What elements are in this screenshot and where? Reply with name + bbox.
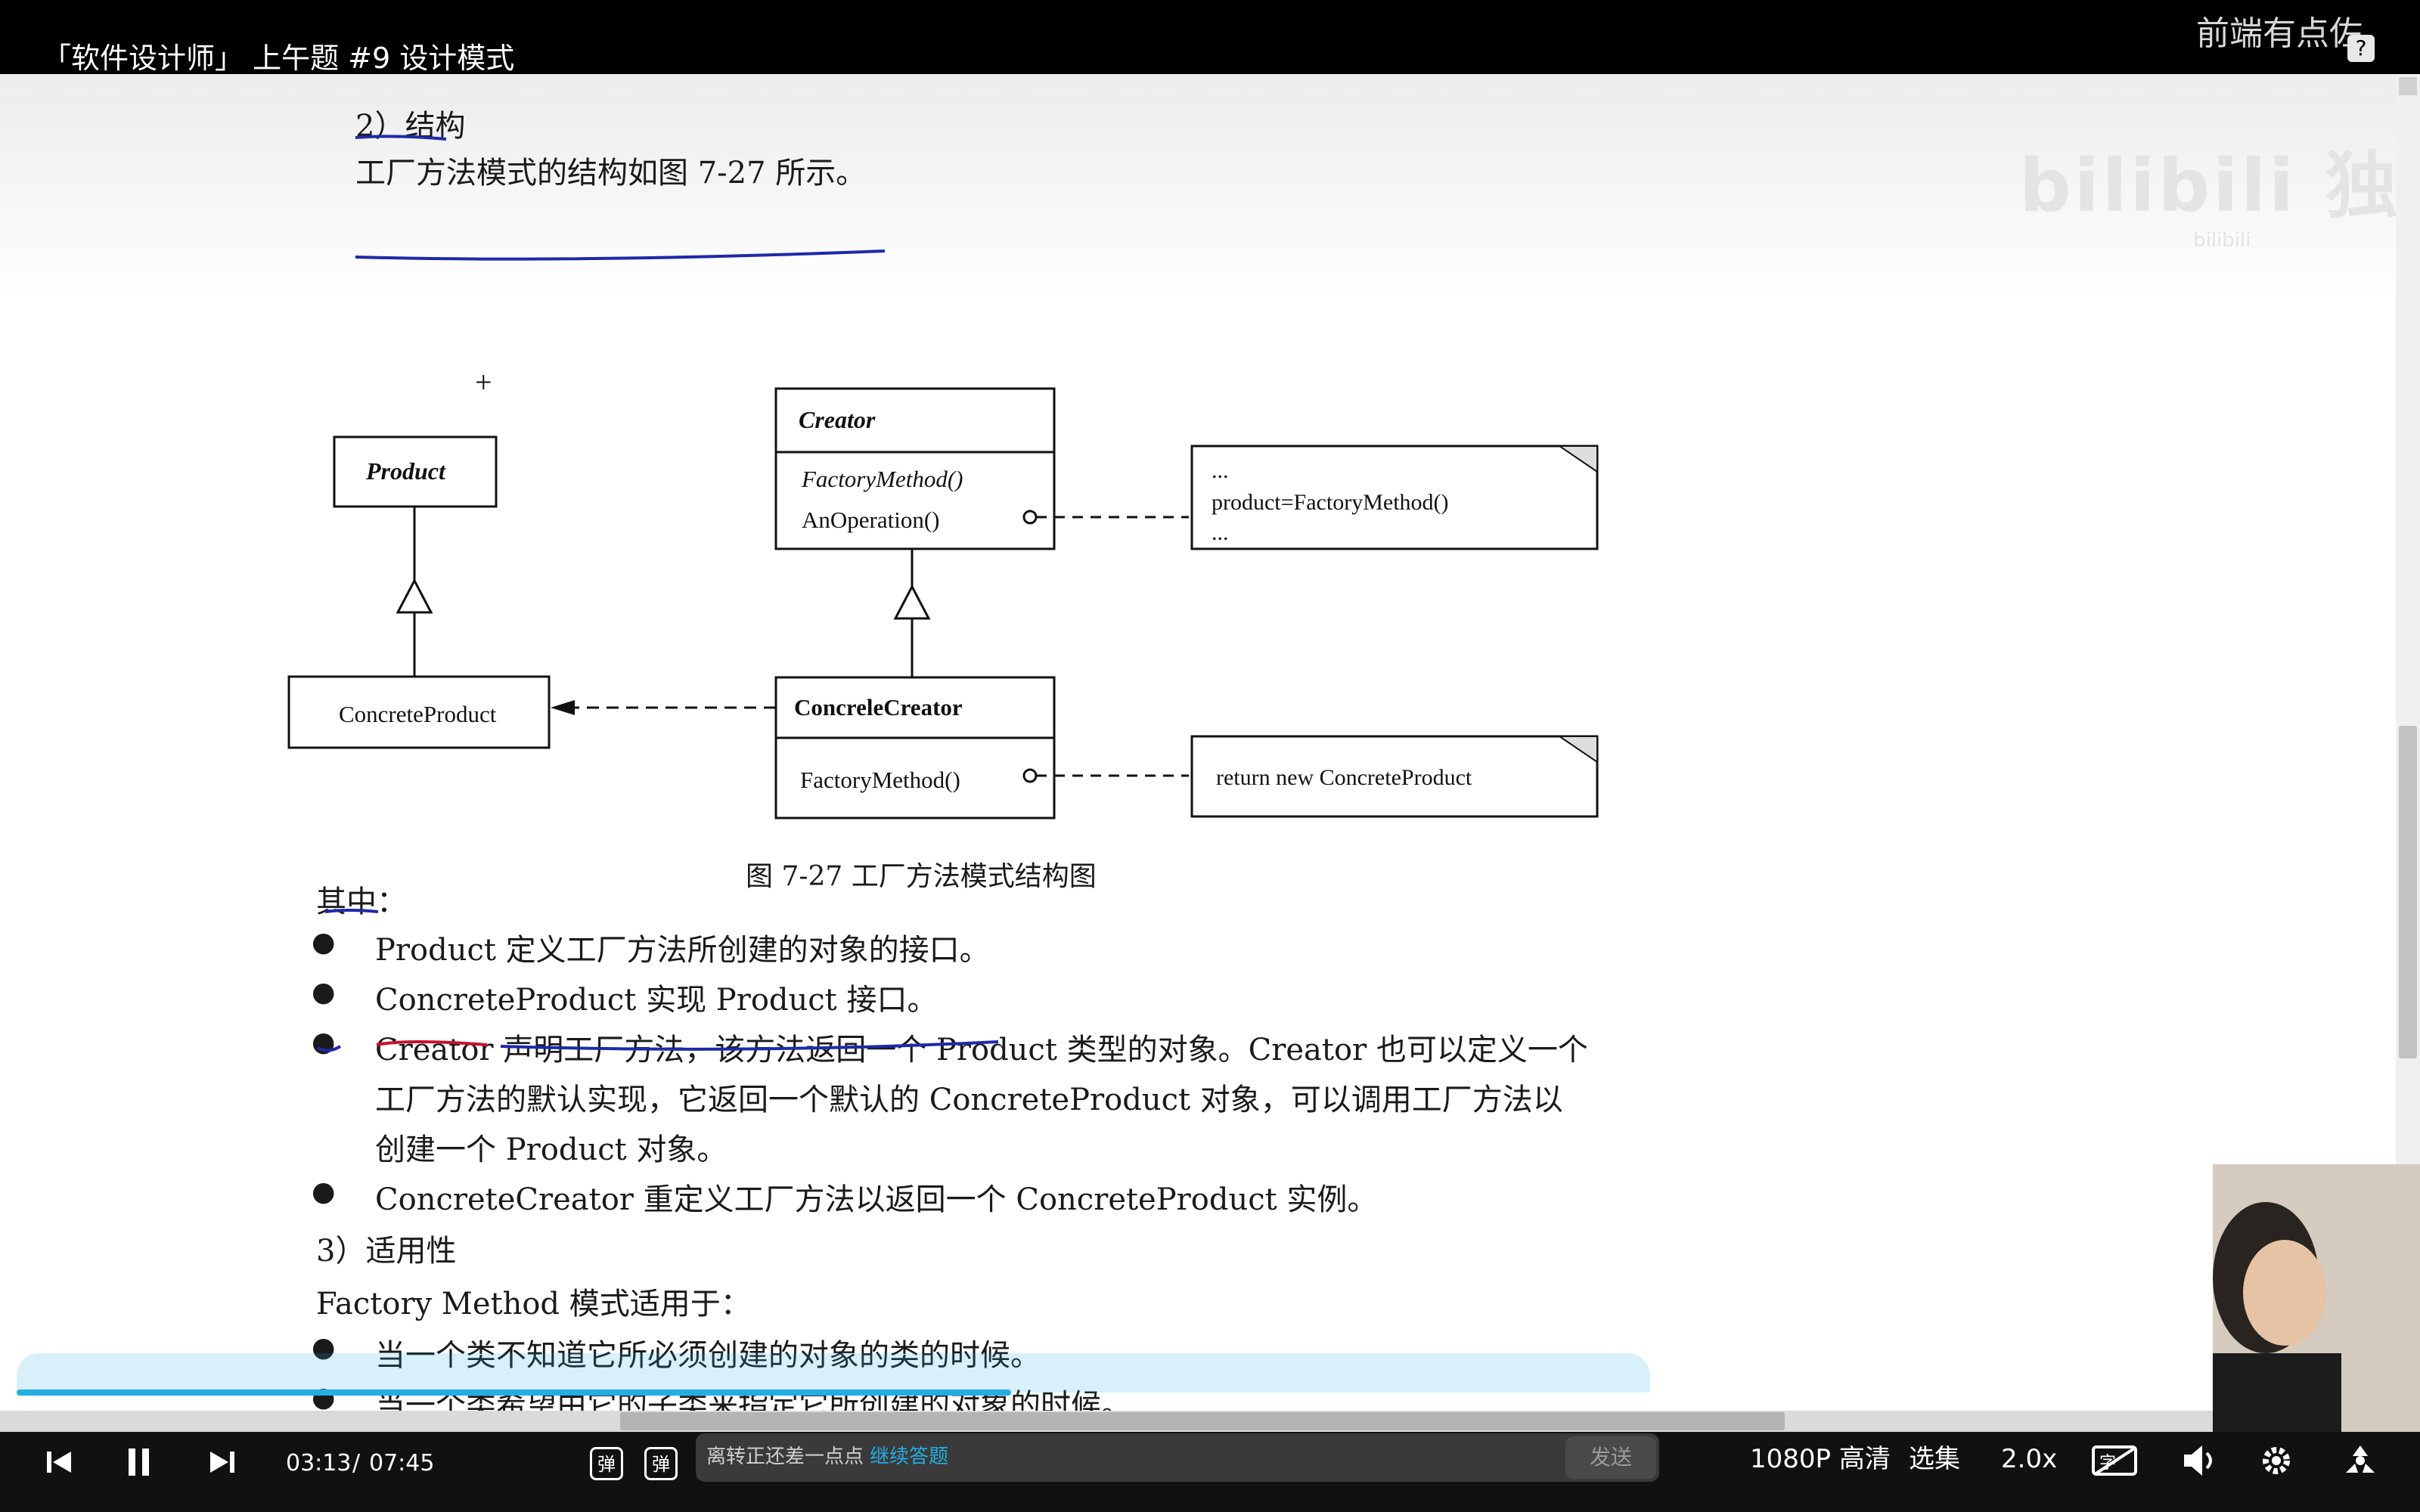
bullet-text-3c: 创建一个 Product 对象。 <box>375 1132 728 1167</box>
duration: 07:45 <box>369 1450 435 1476</box>
send-button[interactable]: 发送 <box>1565 1436 1656 1479</box>
quality-button[interactable]: 1080P 高清 <box>1750 1444 1891 1474</box>
settings-gear-icon[interactable] <box>2258 1442 2294 1479</box>
current-time: 03:13 <box>286 1450 352 1476</box>
bullet-text-2: ConcreteProduct 实现 Product 接口。 <box>375 983 938 1018</box>
among-label: 其中： <box>316 885 407 919</box>
bullet-text-1: Product 定义工厂方法所创建的对象的接口。 <box>375 933 990 968</box>
danmaku-settings-icon[interactable]: 弹 <box>644 1447 678 1480</box>
applicability-dot-2: ● <box>312 1382 336 1413</box>
crosshair-icon: + <box>475 365 492 399</box>
note-2-text: return new ConcreteProduct <box>1216 765 1472 790</box>
product-label: Product <box>365 457 446 485</box>
creator-inherit-arrow <box>893 584 931 620</box>
horizontal-scrollbar-thumb[interactable] <box>620 1412 1785 1430</box>
more-icon[interactable] <box>2341 1442 2379 1479</box>
help-icon[interactable]: ? <box>2347 35 2375 62</box>
presenter-silhouette <box>2213 1164 2420 1436</box>
uploader-name[interactable]: 前端有点佐 <box>2196 14 2363 53</box>
next-icon[interactable] <box>207 1447 237 1477</box>
danmaku-placeholder: 离转正还差一点点继续答题 <box>706 1445 949 1468</box>
danmaku-toggle-icon[interactable]: 弹 <box>590 1447 623 1480</box>
creator-label: Creator <box>799 406 876 433</box>
time-separator: / <box>352 1450 361 1476</box>
concrete-product-label: ConcreteProduct <box>339 701 497 727</box>
applicability-intro: Factory Method 模式适用于： <box>316 1287 751 1321</box>
section-applicability-heading: 3）适用性 <box>316 1234 457 1269</box>
danmaku-input[interactable] <box>696 1433 1659 1482</box>
scroll-up-arrow-icon[interactable] <box>2399 77 2417 95</box>
structure-sentence: 工厂方法模式的结构如图 7-27 所示。 <box>355 156 867 191</box>
pen-underlines-top <box>355 135 886 261</box>
concrete-creator-box <box>774 676 1056 820</box>
bilibili-watermark-sub: bilibili <box>2193 229 2251 252</box>
pen-underlines-bottom <box>317 909 999 1052</box>
creator-method-2: AnOperation() <box>802 507 940 533</box>
bullet-text-3b: 工厂方法的默认实现，它返回一个默认的 ConcreteProduct 对象，可以… <box>375 1083 1563 1117</box>
applicability-item-1: 当一个类不知道它所必须创建的对象的类的时候。 <box>375 1338 1041 1373</box>
presenter-camera <box>2213 1164 2420 1436</box>
note-1-box <box>1190 445 1599 550</box>
product-inherit-arrow <box>396 578 433 614</box>
bullet-text-3a: Creator 声明工厂方法，该方法返回一个 Product 类型的对象。Cre… <box>375 1033 1588 1067</box>
frame-shade <box>0 74 2396 301</box>
uml-diagram: + Product ConcreteProduct Creator Factor… <box>287 365 1599 820</box>
note-2-box <box>1190 735 1599 818</box>
concrete-creator-method: FactoryMethod() <box>800 767 960 793</box>
video-title-bar: 「软件设计师」 上午题 #9 设计模式 前端有点佐 ? <box>0 0 2420 75</box>
creator-box <box>774 387 1056 550</box>
volume-icon[interactable] <box>2181 1444 2219 1477</box>
note-1-line-3: ... <box>1212 520 1229 545</box>
video-title: 「软件设计师」 上午题 #9 设计模式 <box>42 42 515 75</box>
bullet-dot-3: ● <box>312 1027 336 1058</box>
bilibili-watermark: bilibili 独家 <box>2019 144 2396 228</box>
note-1-line-2: product=FactoryMethod() <box>1212 490 1449 515</box>
dependency-arrowhead <box>551 700 575 715</box>
episodes-button[interactable]: 选集 <box>1909 1444 1960 1474</box>
bullet-dot-2: ● <box>312 977 336 1008</box>
applicability-dot-1: ● <box>312 1332 336 1363</box>
subtitle-icon[interactable]: 字 <box>2092 1444 2139 1477</box>
svg-text:字: 字 <box>2099 1454 2116 1473</box>
creator-method-1: FactoryMethod() <box>801 466 963 492</box>
bullet-text-4: ConcreteCreator 重定义工厂方法以返回一个 ConcretePro… <box>375 1182 1378 1217</box>
playback-progress-bar[interactable] <box>17 1390 1011 1396</box>
bullet-dot-4: ● <box>312 1176 336 1207</box>
previous-icon[interactable] <box>44 1447 74 1477</box>
continue-answer-link[interactable]: 继续答题 <box>870 1445 949 1468</box>
video-frame: bilibili 独家 bilibili 2）结构 工厂方法模式的结构如图 7-… <box>0 74 2396 1414</box>
concrete-creator-label: ConcreleCreator <box>794 694 963 720</box>
product-box <box>333 435 498 508</box>
note-1-line-1: ... <box>1212 458 1229 483</box>
danmaku-heat-wave <box>17 1353 1650 1393</box>
vertical-scrollbar-thumb[interactable] <box>2399 726 2417 1058</box>
diagram-caption: 图 7-27 工厂方法模式结构图 <box>746 861 1097 892</box>
bullet-dot-1: ● <box>312 927 336 958</box>
speed-button[interactable]: 2.0x <box>2001 1444 2058 1474</box>
pause-icon[interactable] <box>124 1445 154 1479</box>
concrete-product-box <box>287 675 551 749</box>
